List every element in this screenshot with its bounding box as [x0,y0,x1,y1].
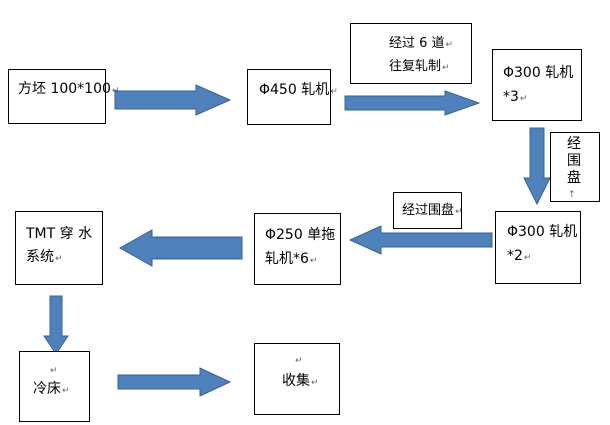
node-mill-250: Φ250 单拖 轧机*6↵ [254,213,341,285]
node-billet-label: 方坯 100*100↵ [18,81,120,97]
arrow-250-to-tmt [118,229,243,267]
node-mill-250-line1: Φ250 单拖 [265,227,336,243]
node-mill-300-x2: Φ300 轧机 *2↵ [495,211,581,284]
node-tmt-line1: TMT 穿 水 [26,226,93,242]
node-collect-label: 收集↵ [282,373,319,389]
node-mill-300-x3-line2: *3↵ [503,89,528,105]
node-cooling-bed: ↵ 冷床↵ [19,351,90,422]
node-mill-450: Φ450 轧机↵ [247,69,338,125]
node-cooling-bed-mark: ↵ [50,366,58,376]
node-collect: ↵ 收集↵ [254,343,340,415]
node-tmt-line2: 系统↵ [26,249,63,265]
arrow-cooling-to-collect [117,367,232,397]
arrow-billet-to-450 [114,84,232,116]
arrow-450-to-300x3 [344,90,481,116]
node-tmt: TMT 穿 水 系统↵ [15,211,103,285]
note-coil-horizontal-label: 经过围盘↵ [402,203,463,218]
arrow-300x2-to-250 [348,225,493,255]
note-coil-vertical-mark: ↑ [568,190,576,200]
note-reversing-line1: 经过 6 道↵ [389,36,454,51]
node-mill-300-x2-line2: *2↵ [507,248,532,264]
node-collect-mark: ↵ [295,356,303,366]
arrow-tmt-to-cooling [43,295,69,355]
note-coil-vertical-char3: 盘 [567,170,581,186]
note-reversing: 经过 6 道↵ 往复轧制↵ [350,23,472,84]
note-coil-horizontal: 经过围盘↵ [393,192,463,229]
node-mill-450-label: Φ450 轧机↵ [259,82,338,98]
arrow-300x3-to-300x2 [523,127,551,206]
node-mill-300-x3: Φ300 轧机 *3↵ [492,49,582,121]
node-cooling-bed-label: 冷床↵ [33,381,70,397]
note-coil-vertical: 经 围 盘 ↑ [550,132,600,202]
note-coil-vertical-char1: 经 [567,136,581,152]
node-billet: 方坯 100*100↵ [8,69,119,124]
node-mill-300-x3-line1: Φ300 轧机 [503,65,574,81]
node-mill-250-line2: 轧机*6↵ [265,251,318,267]
node-mill-300-x2-line1: Φ300 轧机 [507,224,578,240]
note-coil-vertical-char2: 围 [567,153,581,169]
note-reversing-line2: 往复轧制↵ [389,59,450,74]
